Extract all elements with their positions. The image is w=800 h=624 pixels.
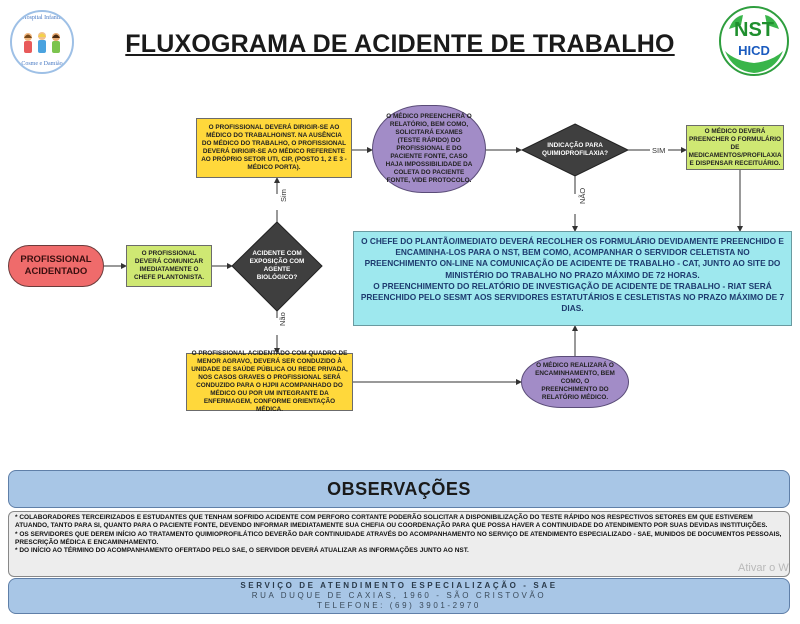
nst-logo: NST HICD <box>719 6 789 76</box>
observation-item: * DO INÍCIO AO TÉRMINO DO ACOMPANHAMENTO… <box>15 547 469 555</box>
logo-left-top-text: Hospital Infantil <box>22 15 62 21</box>
edge-label-prophylaxis-no: NÃO <box>578 188 587 204</box>
node-notify-chief: O PROFISSIONAL DEVERÁ COMUNICAR IMEDIATA… <box>126 245 212 287</box>
hospital-logo: Hospital Infantil Cosme e Damião <box>10 10 74 74</box>
decision-biological-shape <box>231 221 323 312</box>
observation-item: * OS SERVIDORES QUE DEREM INÍCIO AO TRAT… <box>15 530 782 546</box>
node-minor-injury: O PROFISSIONAL ACIDENTADO COM QUADRO DE … <box>186 350 353 413</box>
flow-connectors: Sim Não SIM NÃO <box>104 123 743 385</box>
logo-right-top-text: NST <box>734 19 774 41</box>
node-go-to-doctor: O PROFISSIONAL DEVERÁ DIRIGIR-SE AO MÉDI… <box>196 118 352 178</box>
node-doctor-referral: O MÉDICO REALIZARÁ O ENCAMINHAMENTO, BEM… <box>521 356 629 408</box>
decision-prophylaxis-label: INDICAÇÃO PARA QUIMIOPROFILAXIA? <box>541 142 609 157</box>
logo-right-bottom-text: HICD <box>738 43 770 58</box>
observations-list: * COLABORADORES TERCEIRIZADOS E ESTUDANT… <box>8 511 790 577</box>
decision-biological-label: ACIDENTE COM EXPOSIÇÃO COM AGENTE BIOLÓG… <box>249 250 305 281</box>
node-doctor-report: O MÉDICO PREENCHERÁ O RELATÓRIO, BEM COM… <box>372 105 486 193</box>
node-prescribe: O MÉDICO DEVERÁ PREENCHER O FORMULÁRIO D… <box>686 125 784 170</box>
page-title: FLUXOGRAMA DE ACIDENTE DE TRABALHO <box>125 30 675 58</box>
node-start: PROFISSIONAL ACIDENTADO <box>8 245 104 287</box>
chief-text-1: O CHEFE DO PLANTÃO/IMEDIATO DEVERÁ RECOL… <box>361 236 784 280</box>
chief-text-2: O PREENCHIMENTO DO RELATÓRIO DE INVESTIG… <box>360 280 785 314</box>
observations-header: OBSERVAÇÕES <box>8 470 790 508</box>
node-chief-collect: O CHEFE DO PLANTÃO/IMEDIATO DEVERÁ RECOL… <box>353 231 792 326</box>
footer-contact: SERVIÇO DE ATENDIMENTO ESPECIALIZAÇÃO - … <box>8 578 790 614</box>
edge-label-biological-no: Não <box>278 312 287 326</box>
activation-watermark: Ativar o W <box>738 562 789 574</box>
hands-icon <box>725 51 783 73</box>
decision-prophylaxis-shape <box>520 123 630 177</box>
footer-address: RUA DUQUE DE CAXIAS, 1960 - SÃO CRISTOVÃ… <box>251 591 547 600</box>
footer-service: SERVIÇO DE ATENDIMENTO ESPECIALIZAÇÃO - … <box>240 581 558 590</box>
edge-label-biological-yes: Sim <box>279 189 288 202</box>
footer-phone: TELEFONE: (69) 3901-2970 <box>317 601 481 610</box>
observation-item: * COLABORADORES TERCEIRIZADOS E ESTUDANT… <box>15 514 768 530</box>
edge-label-prophylaxis-yes: SIM <box>652 146 665 155</box>
children-illustration-icon <box>24 32 60 53</box>
logo-left-bottom-text: Cosme e Damião <box>21 61 63 67</box>
observations-title: OBSERVAÇÕES <box>327 478 471 499</box>
